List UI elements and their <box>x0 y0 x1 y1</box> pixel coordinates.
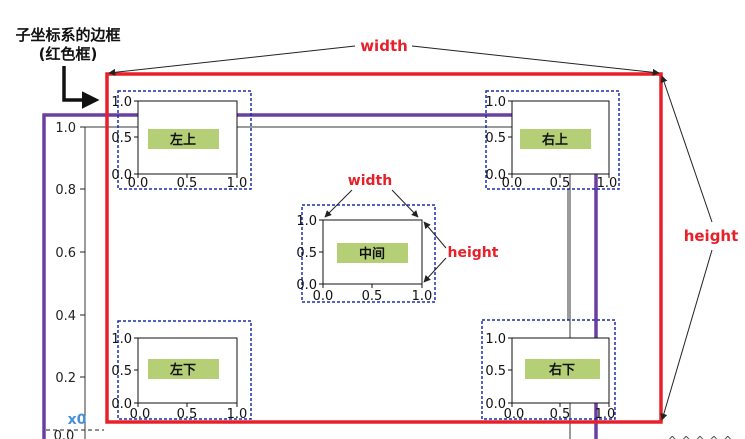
subplot-ytick-label: 1.0 <box>111 95 132 110</box>
subplot-ytick-label: 1.0 <box>485 95 506 110</box>
subplot-xtick-label: 0.0 <box>130 407 151 422</box>
outer-height-label: height <box>684 227 739 245</box>
parent-ytick-label: 0.0 <box>54 429 75 439</box>
parent-ytick-label: 0.8 <box>55 183 76 198</box>
subplot-label: 中间 <box>359 246 385 262</box>
subplot-ytick-label: 0.5 <box>296 246 317 261</box>
subplot-xtick-label: 1.0 <box>227 176 248 191</box>
subplot-xtick-label: 0.5 <box>362 289 383 304</box>
subplot-label: 左下 <box>170 362 196 378</box>
parent-axes-frame <box>84 126 571 439</box>
subplot-xtick-label: 0.0 <box>313 289 334 304</box>
subplot-label: 右上 <box>541 132 568 148</box>
inner-height-arrow-bottom <box>423 257 447 283</box>
subplot-ytick-label: 0.5 <box>111 131 132 146</box>
caption-line1: 子坐标系的边框 <box>15 26 120 44</box>
subplot-ytick-label: 0.0 <box>111 397 132 412</box>
subplot-ytick-label: 1.0 <box>296 214 317 229</box>
subplot-top-left: 1.0 0.5 0.0 0.0 0.5 1.0 左上 <box>111 90 252 191</box>
outer-width-arrow-right <box>411 45 660 76</box>
subplot-dotted-border <box>301 204 436 303</box>
subplot-ytick-label: 0.5 <box>485 364 506 379</box>
x0-label: x0 <box>68 412 87 428</box>
inner-height-label: height <box>448 245 499 261</box>
inner-width-arrow-right <box>391 189 419 218</box>
subplot-xtick-label: 1.0 <box>227 407 248 422</box>
parent-ytick-label: 1.0 <box>55 121 76 136</box>
subplot-dotted-border <box>481 319 616 420</box>
subplot-xtick-label: 0.0 <box>128 176 149 191</box>
subplot-bottom-left: 1.0 0.5 0.0 0.0 0.5 1.0 左下 <box>111 320 252 422</box>
subplot-ytick-label: 0.0 <box>485 397 506 412</box>
subplot-label-box <box>520 129 591 149</box>
inner-width-label: width <box>348 173 392 189</box>
subplot-top-right: 1.0 0.5 0.0 0.0 0.5 1.0 右上 <box>485 90 620 191</box>
subplot-xtick-label: 0.5 <box>177 176 198 191</box>
parent-ytick-label: 0.4 <box>55 309 76 324</box>
inner-height-arrow-top <box>423 221 447 249</box>
purple-frame <box>42 113 598 439</box>
subplot-xtick-label: 0.5 <box>177 407 198 422</box>
subplot-label-box <box>337 243 408 263</box>
subplot-ytick-label: 0.5 <box>485 131 506 146</box>
parent-ytick-label: 0.6 <box>55 246 76 261</box>
subplot-ytick-label: 1.0 <box>485 332 506 347</box>
caption-arrow <box>62 66 100 109</box>
subplot-label-box <box>148 129 219 149</box>
subplot-label: 右下 <box>548 362 575 378</box>
subplot-dotted-border <box>485 90 620 190</box>
subplot-xtick-label: 0.0 <box>502 176 523 191</box>
subplot-bottom-right: 1.0 0.5 0.0 0.0 0.5 1.0 右下 <box>481 319 616 422</box>
parent-y-ticks: 1.0 0.8 0.6 0.4 0.2 0.0 <box>54 121 85 439</box>
subplot-xtick-label: 0.5 <box>550 176 571 191</box>
parent-ytick-label: 0.2 <box>55 371 76 386</box>
caption-line2: (红色框) <box>39 45 98 63</box>
subplot-ytick-label: 0.0 <box>111 168 132 183</box>
subplot-ytick-label: 1.0 <box>111 332 132 347</box>
subplot-xtick-label: 0.5 <box>550 407 571 422</box>
subplot-xtick-label: 1.0 <box>597 176 618 191</box>
subplot-dotted-border <box>117 320 252 420</box>
outer-height-arrow-bottom <box>660 249 713 421</box>
footer-partial-text: ^ ^ ^ ^ ^ <box>667 434 733 439</box>
subplot-dotted-border <box>117 90 252 190</box>
subplot-label-box <box>525 359 600 379</box>
inner-width-arrow-left <box>324 189 353 218</box>
subplot-xtick-label: 0.0 <box>504 407 525 422</box>
subplot-xtick-label: 1.0 <box>595 407 616 422</box>
subplot-center: 1.0 0.5 0.0 0.0 0.5 1.0 中间 <box>296 204 436 304</box>
red-frame <box>105 72 663 424</box>
subplot-ytick-label: 0.5 <box>111 364 132 379</box>
subplot-ytick-label: 0.0 <box>485 168 506 183</box>
subplot-xtick-label: 1.0 <box>412 289 433 304</box>
subplot-label: 左上 <box>170 132 196 148</box>
outer-width-label: width <box>360 37 408 55</box>
outer-height-arrow-top <box>660 75 713 223</box>
outer-width-arrow-left <box>108 45 356 76</box>
subplot-ytick-label: 0.0 <box>296 278 317 293</box>
subplot-label-box <box>148 359 219 379</box>
